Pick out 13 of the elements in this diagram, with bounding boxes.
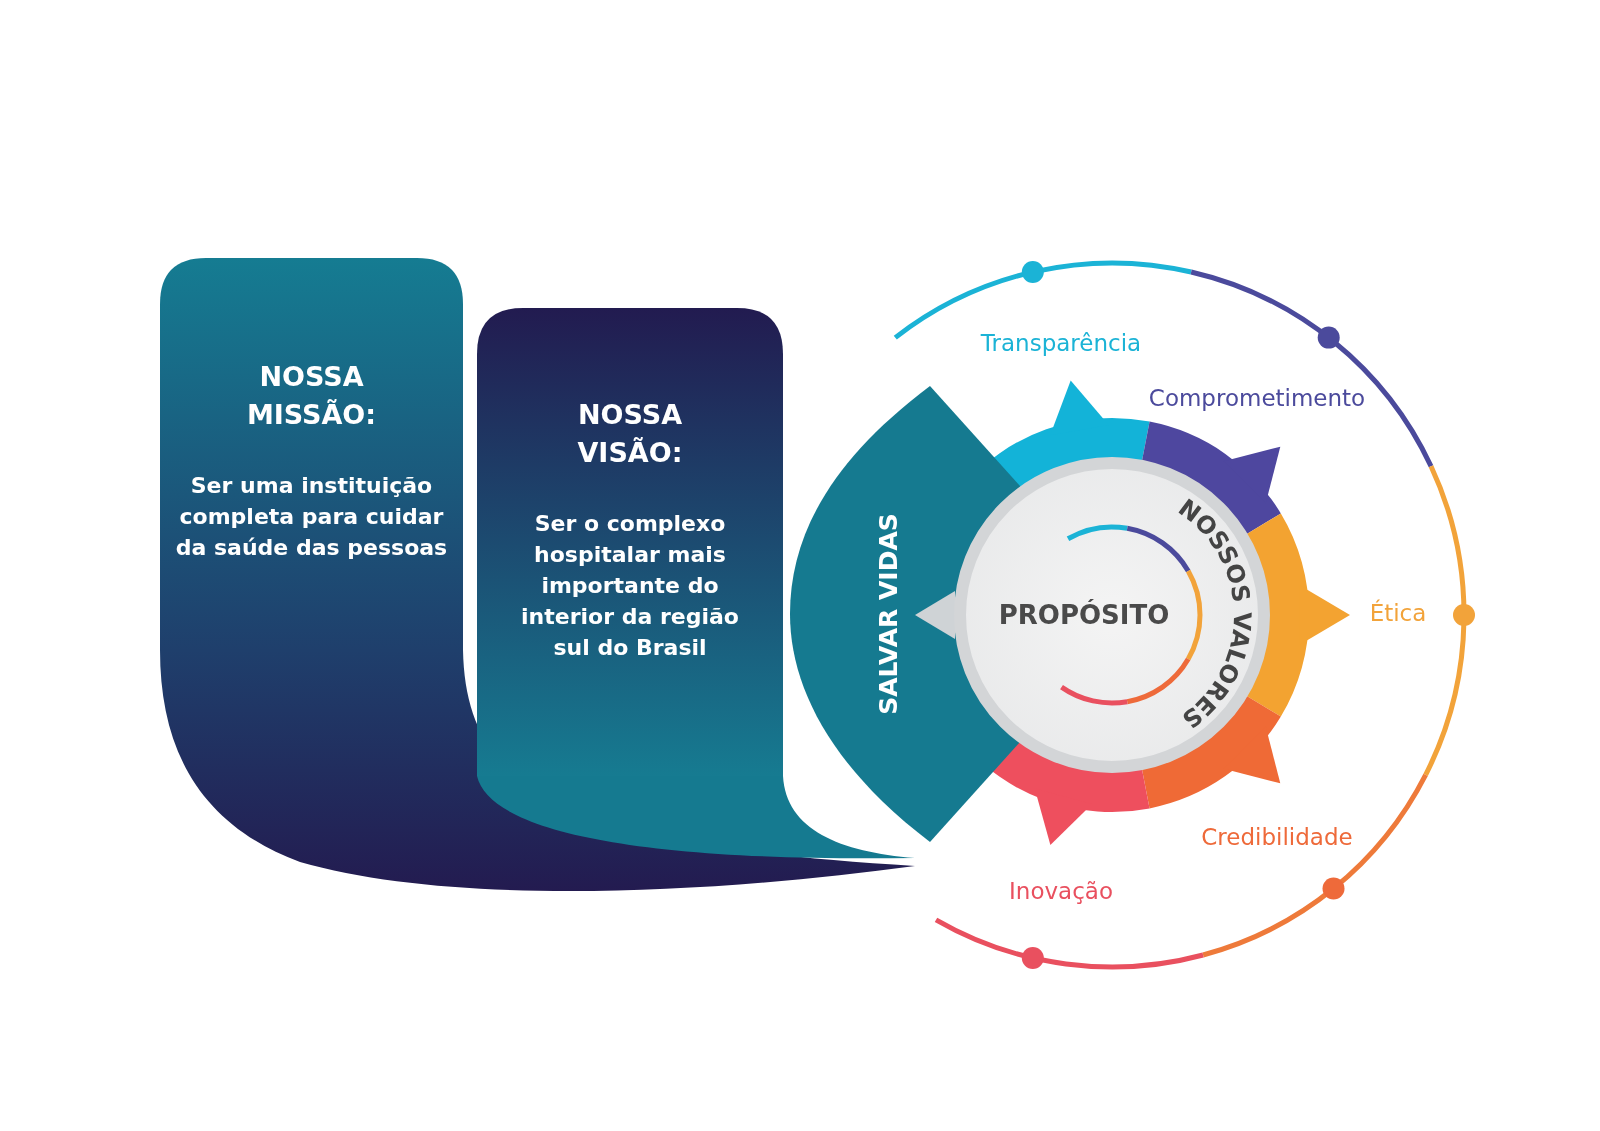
value-label: Inovação <box>1009 878 1113 904</box>
value-label: Comprometimento <box>1148 385 1366 411</box>
value-label: Ética <box>1369 600 1427 626</box>
wedge-label: SALVAR VIDAS <box>873 513 903 715</box>
statement-card <box>477 308 783 776</box>
statement-card <box>160 258 463 650</box>
card-text: Ser o complexo hospitalar mais importante do interior da região sul do Brasil <box>520 510 740 662</box>
card-heading: NOSSA MISSÃO: <box>245 360 378 432</box>
card-text: Ser uma instituição completa para cuidar da saúde das pessoas <box>174 472 449 562</box>
card-heading: NOSSA VISÃO: <box>576 398 684 470</box>
value-label: Credibilidade <box>1201 824 1353 850</box>
center-label: PROPÓSITO <box>998 600 1170 630</box>
value-label: Transparência <box>980 330 1142 356</box>
